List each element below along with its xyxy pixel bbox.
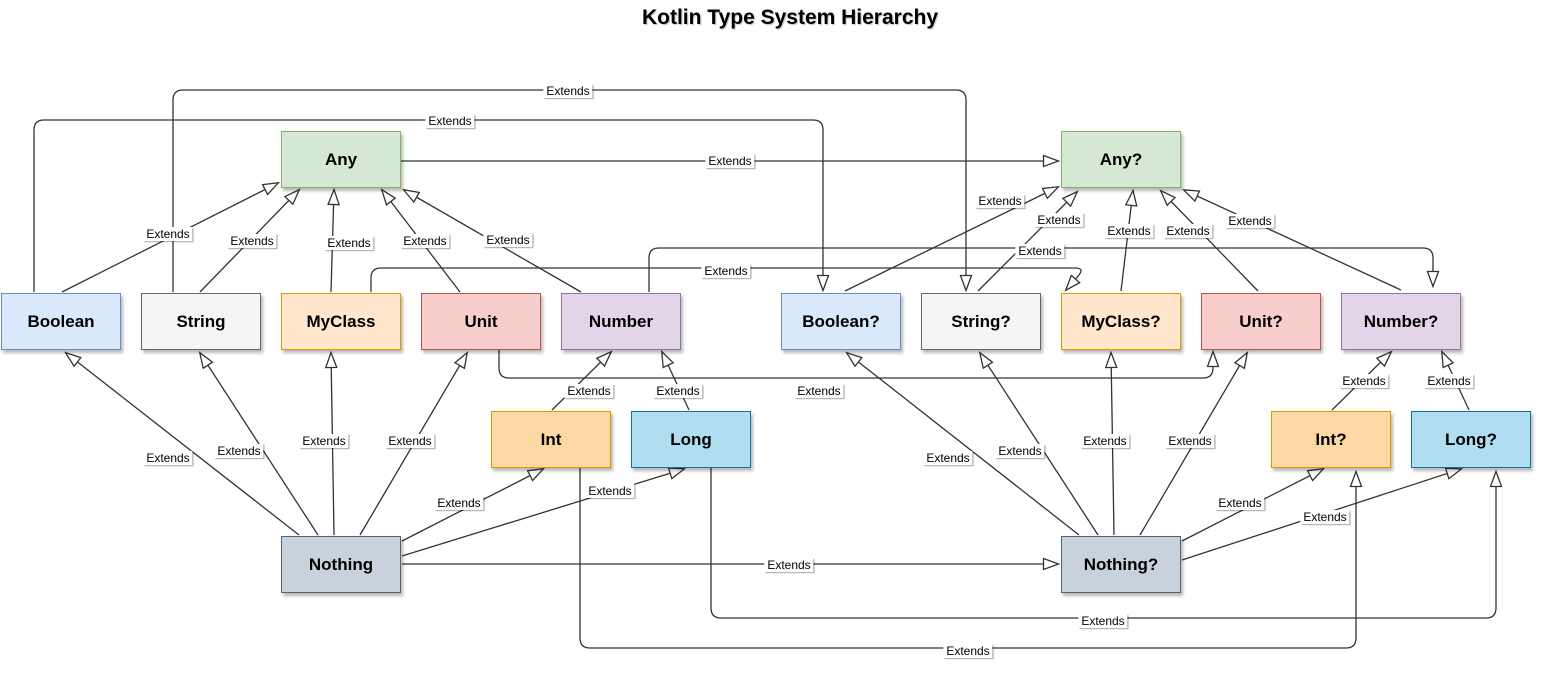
edge-label-nothingq-unitq: Extends [1165, 434, 1215, 448]
node-label-string: String [176, 311, 226, 331]
edge-label-nothing-unit: Extends [385, 434, 435, 448]
edge-label-unit-unitq: Extends [794, 384, 844, 398]
edge-label-nothingq-stringq: Extends [995, 444, 1045, 458]
edge-unitq-anyq [1159, 189, 1259, 292]
edge-label-longq-numberq: Extends [1424, 374, 1474, 388]
edge-label-nothing-myclass: Extends [299, 434, 349, 448]
edge-label-number-numberq: Extends [1015, 244, 1065, 258]
node-boolean[interactable]: Boolean [1, 293, 121, 350]
node-longq[interactable]: Long? [1411, 411, 1531, 468]
node-label-numberq: Number? [1363, 311, 1439, 331]
node-label-booleanq: Boolean? [802, 311, 880, 331]
edge-label-nothing-nothingq: Extends [764, 558, 814, 572]
edge-label-nothingq-booleanq: Extends [923, 451, 973, 465]
node-label-nothingq: Nothing? [1083, 554, 1159, 574]
edge-label-long-number: Extends [653, 384, 703, 398]
node-any[interactable]: Any [281, 131, 401, 188]
diagram-title: Kotlin Type System Hierarchy [641, 6, 939, 29]
edge-label-number-any: Extends [483, 233, 533, 247]
node-booleanq[interactable]: Boolean? [781, 293, 901, 350]
edge-myclassq-anyq [1120, 188, 1138, 292]
node-intq[interactable]: Int? [1271, 411, 1391, 468]
edge-label-nothing-long: Extends [585, 484, 635, 498]
edge-label-nothing-int: Extends [434, 496, 484, 510]
edge-label-unitq-anyq: Extends [1163, 224, 1213, 238]
edge-label-any-anyq: Extends [705, 154, 755, 168]
node-label-unitq: Unit? [1239, 311, 1283, 331]
edge-label-nothing-string: Extends [214, 444, 264, 458]
node-string[interactable]: String [141, 293, 261, 350]
node-numberq[interactable]: Number? [1341, 293, 1461, 350]
node-label-myclassq: MyClass? [1081, 311, 1161, 331]
edge-label-nothingq-intq: Extends [1215, 496, 1265, 510]
edge-int-intq [579, 468, 1363, 649]
node-label-number: Number [588, 311, 654, 331]
edge-nothing-boolean [64, 351, 300, 536]
edge-nothing-long [401, 467, 687, 557]
edge-label-nothingq-longq: Extends [1300, 510, 1350, 524]
node-label-nothing: Nothing [308, 554, 374, 574]
edge-label-string-any: Extends [227, 234, 277, 248]
node-nothing[interactable]: Nothing [281, 536, 401, 593]
node-label-any: Any [324, 149, 358, 169]
edge-label-stringq-anyq: Extends [1034, 213, 1084, 227]
node-myclassq[interactable]: MyClass? [1061, 293, 1181, 350]
node-label-myclass: MyClass [306, 311, 376, 331]
node-long[interactable]: Long [631, 411, 751, 468]
edge-nothingq-booleanq [845, 351, 1080, 536]
node-unitq[interactable]: Unit? [1201, 293, 1321, 350]
node-unit[interactable]: Unit [421, 293, 541, 350]
node-label-boolean: Boolean [27, 311, 95, 331]
edge-long-number [660, 349, 690, 411]
node-label-intq: Int? [1315, 429, 1347, 449]
edge-label-booleanq-anyq: Extends [975, 194, 1025, 208]
node-label-int: Int [540, 429, 562, 449]
node-stringq[interactable]: String? [921, 293, 1041, 350]
edge-label-long-longq: Extends [1078, 614, 1128, 628]
edge-label-myclassq-anyq: Extends [1104, 224, 1154, 238]
edge-label-unit-any: Extends [400, 234, 450, 248]
node-anyq[interactable]: Any? [1061, 131, 1181, 188]
node-label-stringq: String? [951, 311, 1011, 331]
edge-label-int-number: Extends [564, 384, 614, 398]
edge-int-number [551, 350, 613, 411]
edge-label-myclass-any: Extends [324, 236, 374, 250]
edge-label-numberq-anyq: Extends [1225, 214, 1275, 228]
edge-label-int-intq: Extends [943, 644, 993, 658]
edge-label-intq-numberq: Extends [1339, 374, 1389, 388]
edge-label-string-stringq: Extends [543, 84, 593, 98]
edge-numberq-anyq [1181, 189, 1402, 291]
node-int[interactable]: Int [491, 411, 611, 468]
node-myclass[interactable]: MyClass [281, 293, 401, 350]
edge-label-boolean-booleanq: Extends [425, 114, 475, 128]
edge-label-nothingq-myclassq: Extends [1080, 434, 1130, 448]
edge-label-myclass-myclassq: Extends [701, 264, 751, 278]
edge-label-boolean-any: Extends [143, 227, 193, 241]
edge-stringq-anyq [977, 190, 1079, 292]
edge-booleanq-anyq [844, 185, 1061, 292]
node-nothingq[interactable]: Nothing? [1061, 536, 1181, 593]
node-number[interactable]: Number [561, 293, 681, 350]
node-label-unit: Unit [464, 311, 498, 331]
edge-unit-unitq [498, 349, 1220, 379]
edge-label-nothing-boolean: Extends [143, 451, 193, 465]
node-label-longq: Long? [1445, 429, 1497, 449]
node-label-long: Long [670, 429, 712, 449]
node-label-anyq: Any? [1099, 149, 1143, 169]
